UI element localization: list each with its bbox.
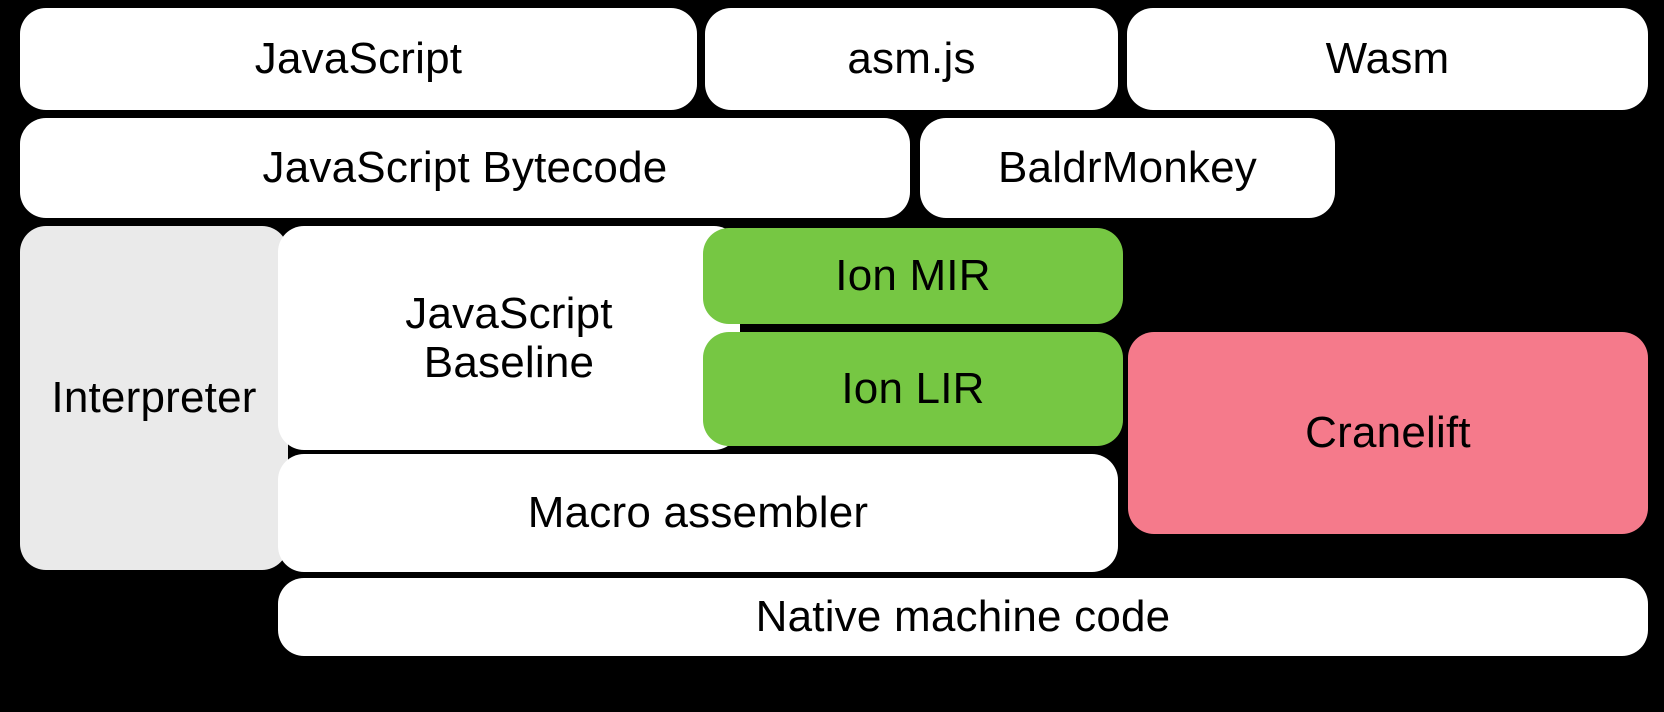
node-label-baldrmonkey: BaldrMonkey [998,143,1257,193]
node-asmjs: asm.js [705,8,1118,110]
node-label-interpreter: Interpreter [51,373,257,423]
node-native-machine-code: Native machine code [278,578,1648,656]
node-wasm: Wasm [1127,8,1648,110]
node-label-javascript: JavaScript [254,34,463,84]
node-baldrmonkey: BaldrMonkey [920,118,1335,218]
node-javascript: JavaScript [20,8,697,110]
node-label-javascript-baseline: JavaScript Baseline [405,288,613,387]
node-ion-mir: Ion MIR [703,228,1123,324]
node-label-ion-lir: Ion LIR [841,364,985,414]
node-javascript-bytecode: JavaScript Bytecode [20,118,910,218]
node-cranelift: Cranelift [1128,332,1648,534]
node-label-cranelift: Cranelift [1305,408,1471,458]
node-ion-lir: Ion LIR [703,332,1123,446]
node-label-ion-mir: Ion MIR [835,251,991,301]
node-label-native-machine-code: Native machine code [755,592,1171,642]
node-javascript-baseline: JavaScript Baseline [278,226,740,450]
node-interpreter: Interpreter [20,226,288,570]
node-macro-assembler: Macro assembler [278,454,1118,572]
node-label-asmjs: asm.js [847,34,976,84]
node-label-wasm: Wasm [1325,34,1450,84]
node-label-macro-assembler: Macro assembler [527,488,869,538]
node-label-javascript-bytecode: JavaScript Bytecode [262,143,668,193]
